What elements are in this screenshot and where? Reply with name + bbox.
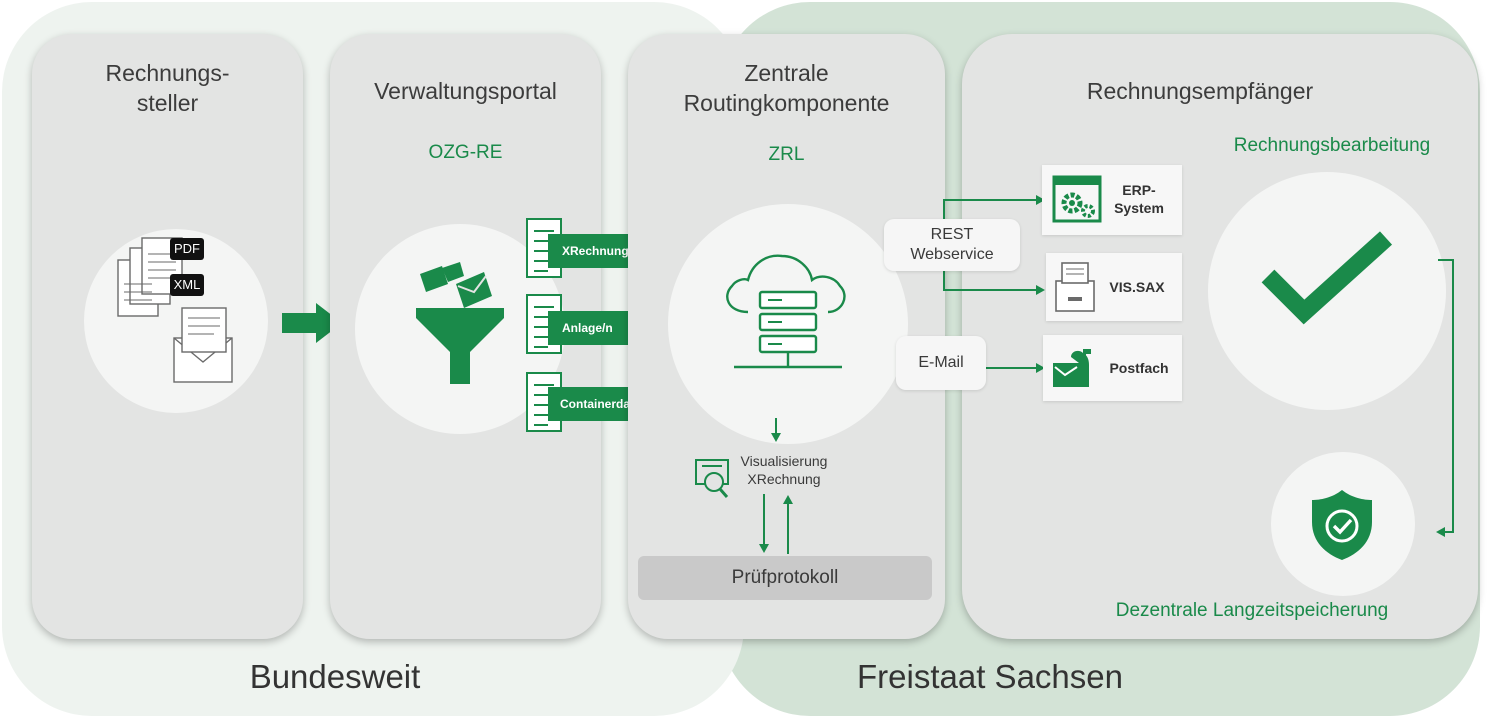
pdf-label: PDF (174, 241, 200, 256)
erp-line2: System (1114, 200, 1164, 216)
cloud-server-icon (726, 254, 846, 369)
mailbox-icon (1053, 349, 1091, 387)
column-rechnungssteller: Rechnungs- steller (32, 34, 303, 639)
channel-rest-webservice: REST Webservice (884, 219, 1020, 271)
erp-line1: ERP- (1122, 182, 1156, 198)
label-langzeitspeicherung: Dezentrale Langzeitspeicherung (1115, 600, 1389, 621)
rest-line1: REST (930, 226, 974, 243)
subtitle-ozg-re: OZG-RE (428, 142, 503, 163)
channel-email: E-Mail (896, 336, 986, 390)
pruefprotokoll-box: Prüfprotokoll (638, 556, 932, 600)
visualisierung-line1: Visualisierung (740, 453, 828, 469)
arrowhead-to-visualisierung (771, 433, 781, 442)
label-rechnungsbearbeitung: Rechnungsbearbeitung (1233, 135, 1431, 156)
xml-badge: XML (170, 274, 204, 296)
title-routing-1: Zentrale (744, 60, 829, 86)
bracket-line-vertical (1452, 259, 1454, 533)
arrowhead-to-postfach (1036, 363, 1045, 373)
title-rechnungssteller-2: steller (136, 90, 199, 116)
title-routing-2: Routingkomponente (683, 90, 890, 116)
arrowhead-to-pruefprotokoll (759, 544, 769, 553)
line-rest-bottom (943, 289, 1037, 291)
erp-gears-icon (1052, 175, 1102, 223)
arrowhead-to-vissax (1036, 285, 1045, 295)
magnifier-document-icon (695, 459, 729, 498)
subtitle-zrl: ZRL (768, 144, 805, 165)
xml-label: XML (173, 277, 201, 292)
postfach-label: Postfach (1109, 360, 1169, 376)
arrow-line-to-visualisierung (775, 418, 777, 434)
title-rechnungssteller-1: Rechnungs- (105, 60, 230, 86)
region-label-sachsen: Freistaat Sachsen (857, 658, 1123, 695)
arrowhead-from-pruefprotokoll (783, 495, 793, 504)
archive-icon (1055, 262, 1095, 312)
visualisierung-line2: XRechnung (747, 471, 821, 487)
checkmark-icon (1261, 231, 1393, 325)
line-email (985, 367, 1037, 369)
shield-check-icon (1312, 490, 1372, 560)
system-vissax: VIS.SAX (1046, 253, 1182, 321)
column-routing: Zentrale Routingkomponente ZRL (628, 34, 945, 639)
arrow-line-from-pruefprotokoll (787, 504, 789, 554)
arrowhead-to-erp (1036, 195, 1045, 205)
arrow-steller-to-portal (282, 303, 342, 343)
visualisierung-label: Visualisierung XRechnung (734, 452, 834, 488)
system-postfach: Postfach (1043, 335, 1182, 401)
funnel-icon (416, 262, 504, 384)
bracket-arrowhead (1436, 527, 1445, 537)
arrow-line-to-pruefprotokoll (763, 494, 765, 544)
pdf-badge: PDF (170, 238, 204, 260)
system-erp: ERP- System (1042, 165, 1182, 235)
bracket-line-bottom (1444, 531, 1454, 533)
envelope-icon (173, 307, 233, 383)
title-rechnungsempfaenger: Rechnungsempfänger (1086, 78, 1314, 104)
line-rest-top (943, 199, 1037, 201)
region-label-bundesweit: Bundesweit (249, 658, 421, 695)
vissax-label: VIS.SAX (1109, 279, 1165, 295)
bracket-line-top (1438, 259, 1454, 261)
title-verwaltungsportal: Verwaltungsportal (374, 78, 557, 104)
column-rechnungsempfaenger: Rechnungsempfänger Rechnungsbearbeitung … (962, 34, 1478, 639)
rest-line2: Webservice (910, 246, 994, 263)
